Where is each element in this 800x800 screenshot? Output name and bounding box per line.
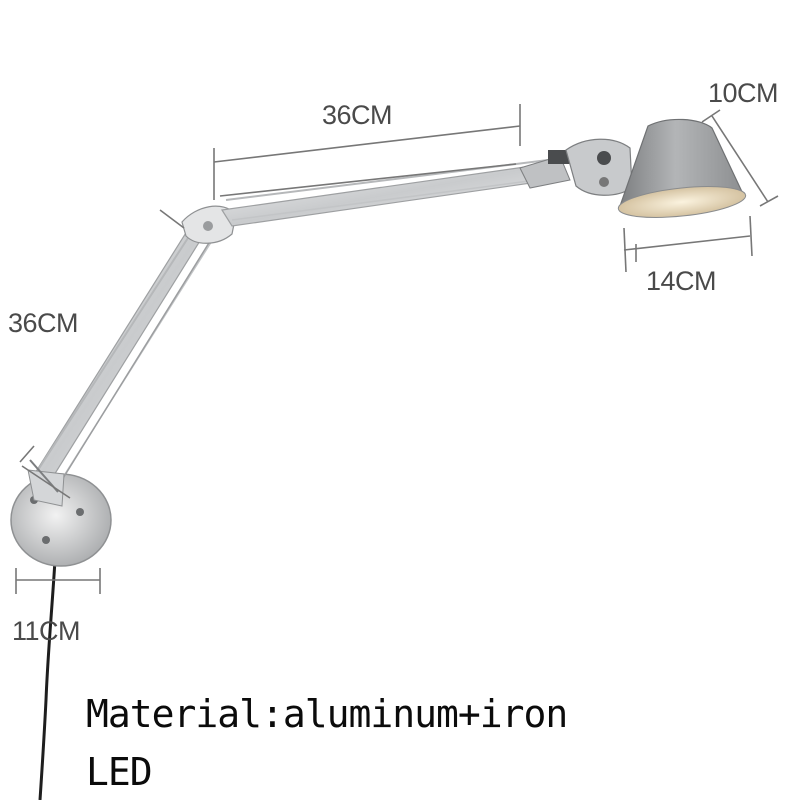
material-caption: Material:aluminum+iron <box>86 692 568 736</box>
dimension-line-lower-arm <box>19 209 185 499</box>
dimension-line-base-width <box>15 568 101 594</box>
screw-icon <box>76 508 84 516</box>
screw-icon <box>42 536 50 544</box>
dimension-line-top-arm <box>213 104 521 200</box>
dimension-line-shade-height <box>701 109 779 207</box>
dimension-label-shade-width: 14CM <box>646 266 717 296</box>
light-source-caption: LED <box>86 750 153 794</box>
head-joint <box>519 138 633 196</box>
upper-arm <box>221 159 553 227</box>
dimension-line-shade-width <box>623 215 753 273</box>
elbow-joint <box>181 205 237 244</box>
dimension-label-top-arm: 36CM <box>322 100 393 130</box>
lower-arm <box>31 219 216 497</box>
dimension-label-base-width: 11CM <box>12 616 81 646</box>
power-cable <box>38 559 57 800</box>
dimension-label-shade-height: 10CM <box>708 78 779 108</box>
dimension-label-lower-arm: 36CM <box>8 308 79 338</box>
lamp-shade <box>617 118 747 218</box>
